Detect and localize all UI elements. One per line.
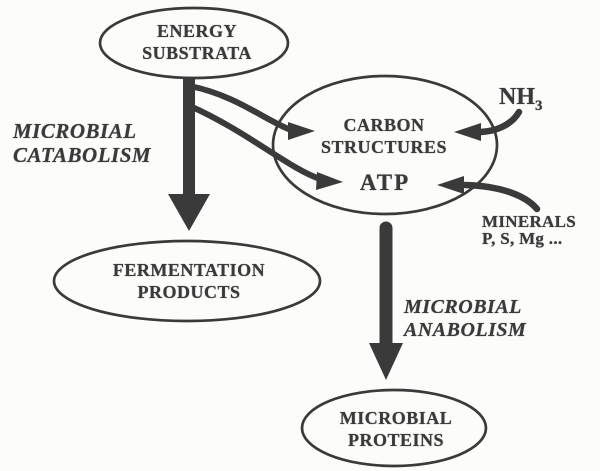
minerals-label: MINERALS P, S, Mg ...	[482, 213, 576, 247]
catabolism-arrow	[168, 77, 210, 231]
microbial-anabolism-label: MICROBIAL ANABOLISM	[404, 296, 526, 342]
microbial-proteins-ellipse	[300, 388, 488, 468]
catabolism-line1: MICROBIAL	[13, 119, 137, 143]
nh3-label: NH3	[499, 84, 543, 114]
microbial-proteins-line2: PROTEINS	[347, 430, 445, 450]
fermentation-products-label: FERMENTATION PRODUCTS	[113, 259, 265, 303]
nh3-arrow	[454, 108, 523, 141]
anabolism-line2: ANABOLISM	[404, 319, 527, 341]
carbon-structures-line2: STRUCTURES	[320, 137, 448, 157]
fermentation-products-ellipse	[52, 239, 322, 323]
energy-substrata-line1: ENERGY	[156, 21, 237, 41]
minerals-arrow	[437, 176, 541, 213]
substrate-to-carbon-arrow	[187, 83, 315, 140]
catabolism-line2: CATABOLISM	[13, 143, 152, 167]
microbial-proteins-line1: MICROBIAL	[339, 408, 453, 428]
energy-substrata-label: ENERGY SUBSTRATA	[142, 20, 252, 64]
carbon-structures-line1: CARBON	[343, 115, 425, 135]
nh3-base: NH	[499, 84, 535, 110]
atp-label: ATP	[359, 170, 411, 195]
fermentation-products-line1: FERMENTATION	[112, 260, 266, 280]
carbon-structures-label: CARBON STRUCTURES	[321, 114, 447, 158]
nh3-subscript: 3	[535, 97, 543, 114]
minerals-line2: P, S, Mg ...	[482, 229, 563, 248]
microbial-catabolism-label: MICROBIAL CATABOLISM	[13, 119, 151, 167]
anabolism-arrow	[369, 221, 403, 380]
fermentation-products-line2: PRODUCTS	[137, 282, 241, 302]
minerals-line1: MINERALS	[482, 212, 577, 231]
energy-substrata-line2: SUBSTRATA	[142, 43, 252, 63]
substrate-to-atp-arrow	[187, 103, 343, 190]
microbial-proteins-label: MICROBIAL PROTEINS	[340, 407, 453, 451]
metabolic-pool-ellipse	[271, 74, 499, 216]
anabolism-line1: MICROBIAL	[404, 296, 522, 318]
